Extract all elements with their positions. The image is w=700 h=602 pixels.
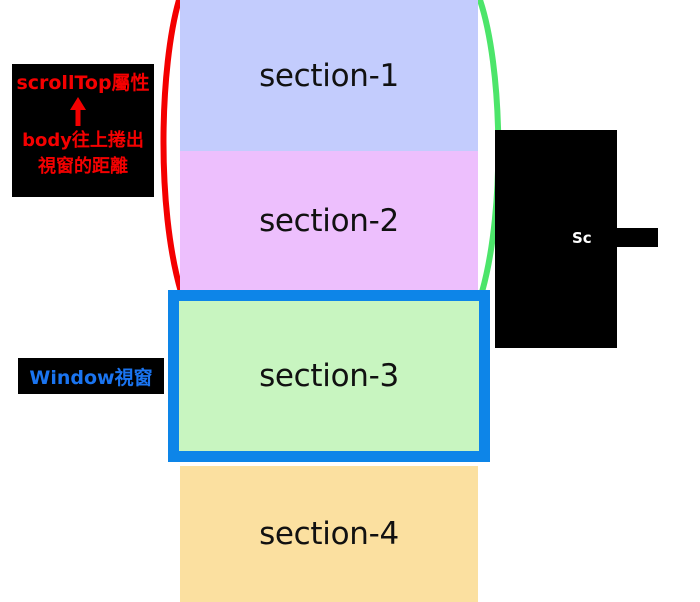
- scrollheight-callout: [495, 130, 617, 348]
- section-3-label: section-3: [259, 358, 399, 394]
- up-arrow-icon: [70, 97, 86, 126]
- section-1-label: section-1: [259, 57, 399, 94]
- scrollheight-occluder-bar: [600, 228, 658, 247]
- scrolltop-detail-line-2: 視窗的距離: [38, 156, 128, 177]
- window-callout: Window視窗: [18, 358, 164, 394]
- section-3-block: section-3: [179, 301, 479, 451]
- section-2-block: section-2: [180, 151, 478, 290]
- window-callout-label: Window視窗: [29, 366, 153, 389]
- section-2-label: section-2: [259, 202, 399, 239]
- scrolltop-heading: scrollTop屬性: [16, 72, 150, 94]
- section-4-block: section-4: [180, 466, 478, 602]
- section-4-label: section-4: [259, 516, 399, 552]
- scrolltop-detail-line-1: body往上捲出: [22, 130, 144, 151]
- section-1-block: section-1: [180, 0, 478, 151]
- scrollheight-callout-label: Sc: [572, 229, 592, 247]
- window-viewport-frame: section-3: [168, 290, 490, 462]
- scrolltop-callout: scrollTop屬性 body往上捲出 視窗的距離: [12, 64, 154, 197]
